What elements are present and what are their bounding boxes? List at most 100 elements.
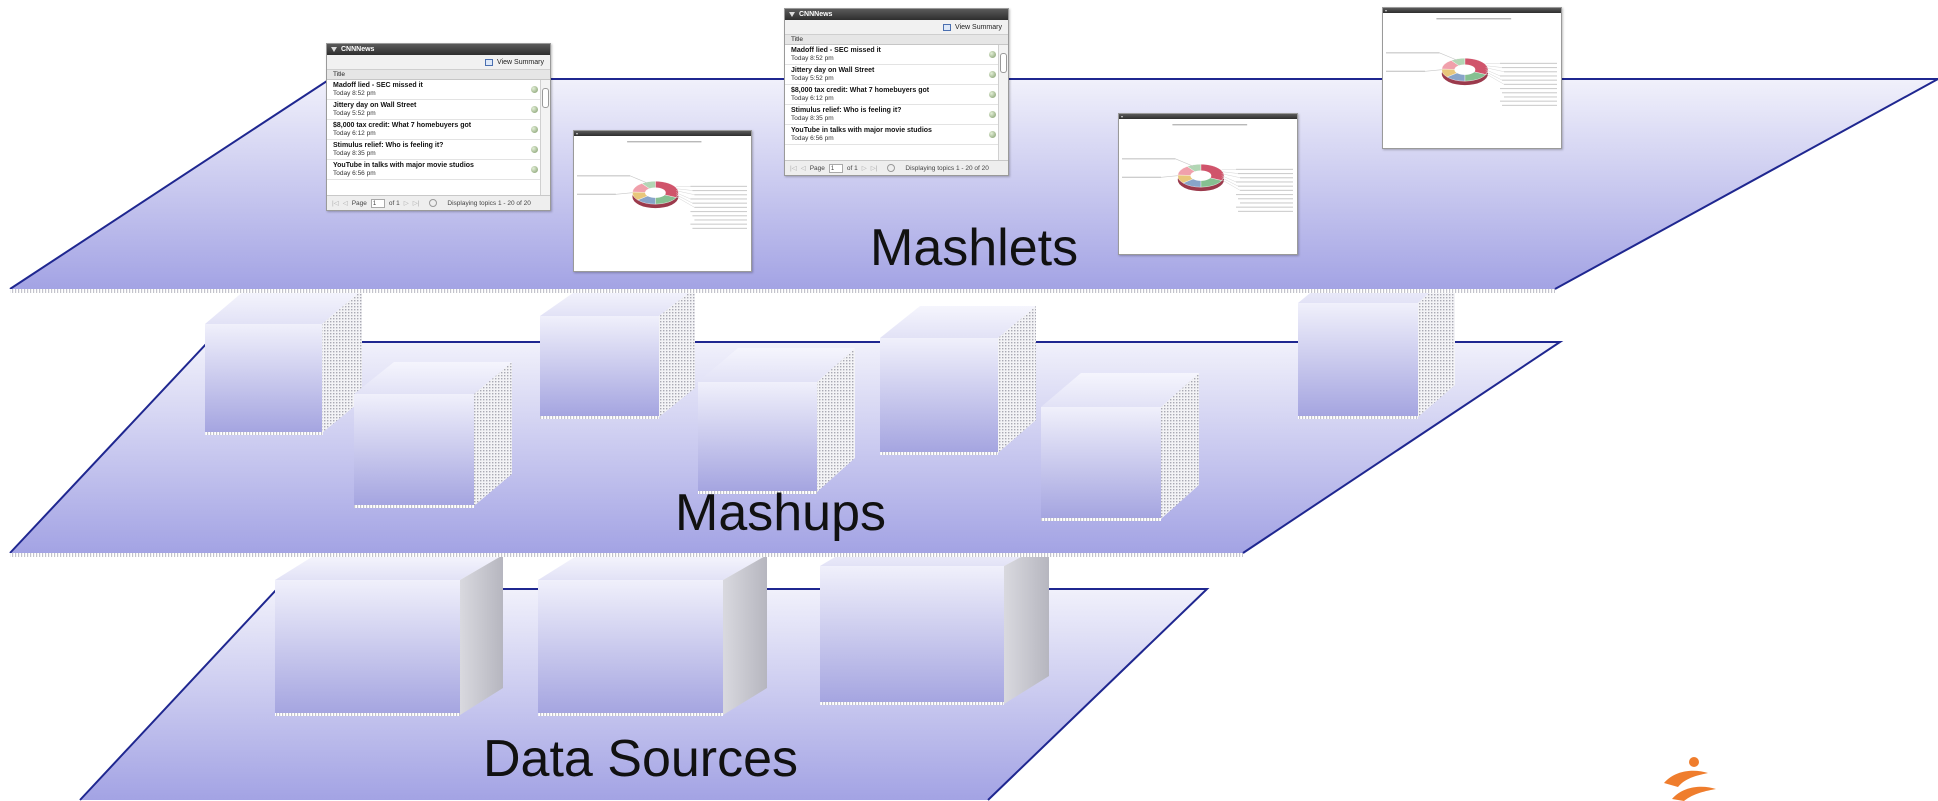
vertical-scrollbar[interactable] [540, 80, 550, 196]
green-dot-icon[interactable] [989, 71, 996, 78]
running-figure-logo [1664, 757, 1716, 801]
prev-page-button[interactable]: ◁ [800, 165, 806, 172]
widget-toolbar: View Summary [327, 55, 550, 70]
view-summary-icon[interactable] [943, 23, 952, 31]
refresh-icon[interactable] [887, 164, 896, 172]
widget-title-bar[interactable]: CNNNews [785, 9, 1008, 20]
widget-title: CNNNews [341, 46, 375, 53]
chart-mashlet-title-bar[interactable] [1383, 8, 1561, 13]
paging-status: Displaying topics 1 - 20 of 20 [905, 164, 989, 172]
green-dot-icon[interactable] [531, 86, 538, 93]
chart-label-line [694, 206, 747, 208]
chart-label-line [1236, 168, 1293, 170]
chart-label-line [1386, 70, 1426, 72]
page-input[interactable]: 1 [828, 163, 843, 173]
news-item-date: Today 8:35 pm [791, 115, 834, 122]
chart-title-line [627, 141, 702, 143]
view-summary-label[interactable]: View Summary [955, 23, 1002, 31]
news-item-title[interactable]: Madoff lied - SEC missed it [791, 47, 881, 54]
page-input[interactable]: 1 [370, 198, 385, 208]
green-dot-icon[interactable] [531, 166, 538, 173]
collapse-icon[interactable] [331, 47, 337, 52]
title-column-header[interactable]: Title [785, 35, 1008, 45]
chart-label-line [690, 198, 747, 200]
page-label: Page [351, 199, 367, 207]
collapse-icon[interactable] [1121, 115, 1123, 118]
data-source-cube [275, 555, 503, 716]
refresh-icon[interactable] [429, 199, 438, 207]
data-sources-layer-label: Data Sources [483, 730, 799, 788]
scrollbar-thumb[interactable] [542, 88, 549, 108]
green-dot-icon[interactable] [531, 126, 538, 133]
next-page-button[interactable]: ▷ [861, 165, 867, 172]
first-page-button[interactable]: |◁ [332, 200, 339, 207]
news-item-title[interactable]: Stimulus relief: Who is feeling it? [333, 142, 444, 149]
news-item[interactable]: Stimulus relief: Who is feeling it?Today… [327, 140, 540, 160]
news-item-title[interactable]: Jittery day on Wall Street [333, 102, 417, 109]
chart-label-line [1500, 75, 1557, 77]
news-item[interactable]: YouTube in talks with major movie studio… [785, 125, 998, 145]
chart-mashlet[interactable] [1118, 113, 1298, 255]
news-item[interactable]: $8,000 tax credit: What 7 homebuyers got… [785, 85, 998, 105]
news-item-title[interactable]: Stimulus relief: Who is feeling it? [791, 107, 902, 114]
chart-label-line [1240, 202, 1293, 204]
collapse-icon[interactable] [1385, 9, 1387, 12]
chart-label-line [692, 227, 747, 229]
green-dot-icon[interactable] [989, 51, 996, 58]
mashlets-plane-edge [9, 78, 1938, 290]
chart-leader-line [676, 190, 695, 195]
vertical-scrollbar[interactable] [998, 45, 1008, 161]
view-summary-button[interactable]: View Summary [485, 58, 544, 66]
view-summary-button[interactable]: View Summary [943, 23, 1002, 31]
view-summary-label[interactable]: View Summary [497, 58, 544, 66]
chart-leader-line [1221, 179, 1241, 191]
news-item-title[interactable]: YouTube in talks with major movie studio… [333, 162, 474, 169]
widget-title-bar[interactable]: CNNNews [327, 44, 550, 55]
news-item[interactable]: YouTube in talks with major movie studio… [327, 160, 540, 180]
news-item-title[interactable]: Madoff lied - SEC missed it [333, 82, 423, 89]
donut-hole [645, 187, 666, 198]
news-item-title[interactable]: $8,000 tax credit: What 7 homebuyers got [333, 122, 472, 129]
last-page-button[interactable]: ▷| [412, 200, 420, 207]
first-page-button[interactable]: |◁ [790, 165, 797, 172]
mashup-cube [540, 288, 695, 419]
green-dot-icon[interactable] [989, 111, 996, 118]
news-item[interactable]: $8,000 tax credit: What 7 homebuyers got… [327, 120, 540, 140]
green-dot-icon[interactable] [531, 106, 538, 113]
chart-mashlet-title-bar[interactable] [574, 131, 751, 136]
mashup-cube [205, 290, 362, 435]
chart-label-line [1238, 210, 1293, 212]
scrollbar-thumb[interactable] [1000, 53, 1007, 73]
chart-label-line [692, 202, 747, 204]
last-page-button[interactable]: ▷| [870, 165, 878, 172]
view-summary-icon[interactable] [485, 58, 494, 66]
collapse-icon[interactable] [576, 132, 578, 135]
title-column-header[interactable]: Title [327, 70, 550, 80]
chart-mashlet-title-bar[interactable] [1119, 114, 1297, 119]
collapse-icon[interactable] [789, 12, 795, 17]
next-page-button[interactable]: ▷ [403, 200, 409, 207]
prev-page-button[interactable]: ◁ [342, 200, 348, 207]
green-dot-icon[interactable] [989, 91, 996, 98]
news-item-title[interactable]: YouTube in talks with major movie studio… [791, 127, 932, 134]
green-dot-icon[interactable] [989, 131, 996, 138]
chart-label-line [1504, 96, 1557, 98]
green-dot-icon[interactable] [531, 146, 538, 153]
chart-mashlet[interactable] [573, 130, 752, 272]
news-item[interactable]: Stimulus relief: Who is feeling it?Today… [785, 105, 998, 125]
chart-leader-line [615, 192, 633, 195]
news-item-date: Today 5:52 pm [333, 110, 376, 117]
chart-label-line [692, 215, 747, 217]
chart-mashlet[interactable] [1382, 7, 1562, 149]
news-item-title[interactable]: Jittery day on Wall Street [791, 67, 875, 74]
chart-label-line [1502, 79, 1557, 81]
news-item-title[interactable]: $8,000 tax credit: What 7 homebuyers got [791, 87, 930, 94]
